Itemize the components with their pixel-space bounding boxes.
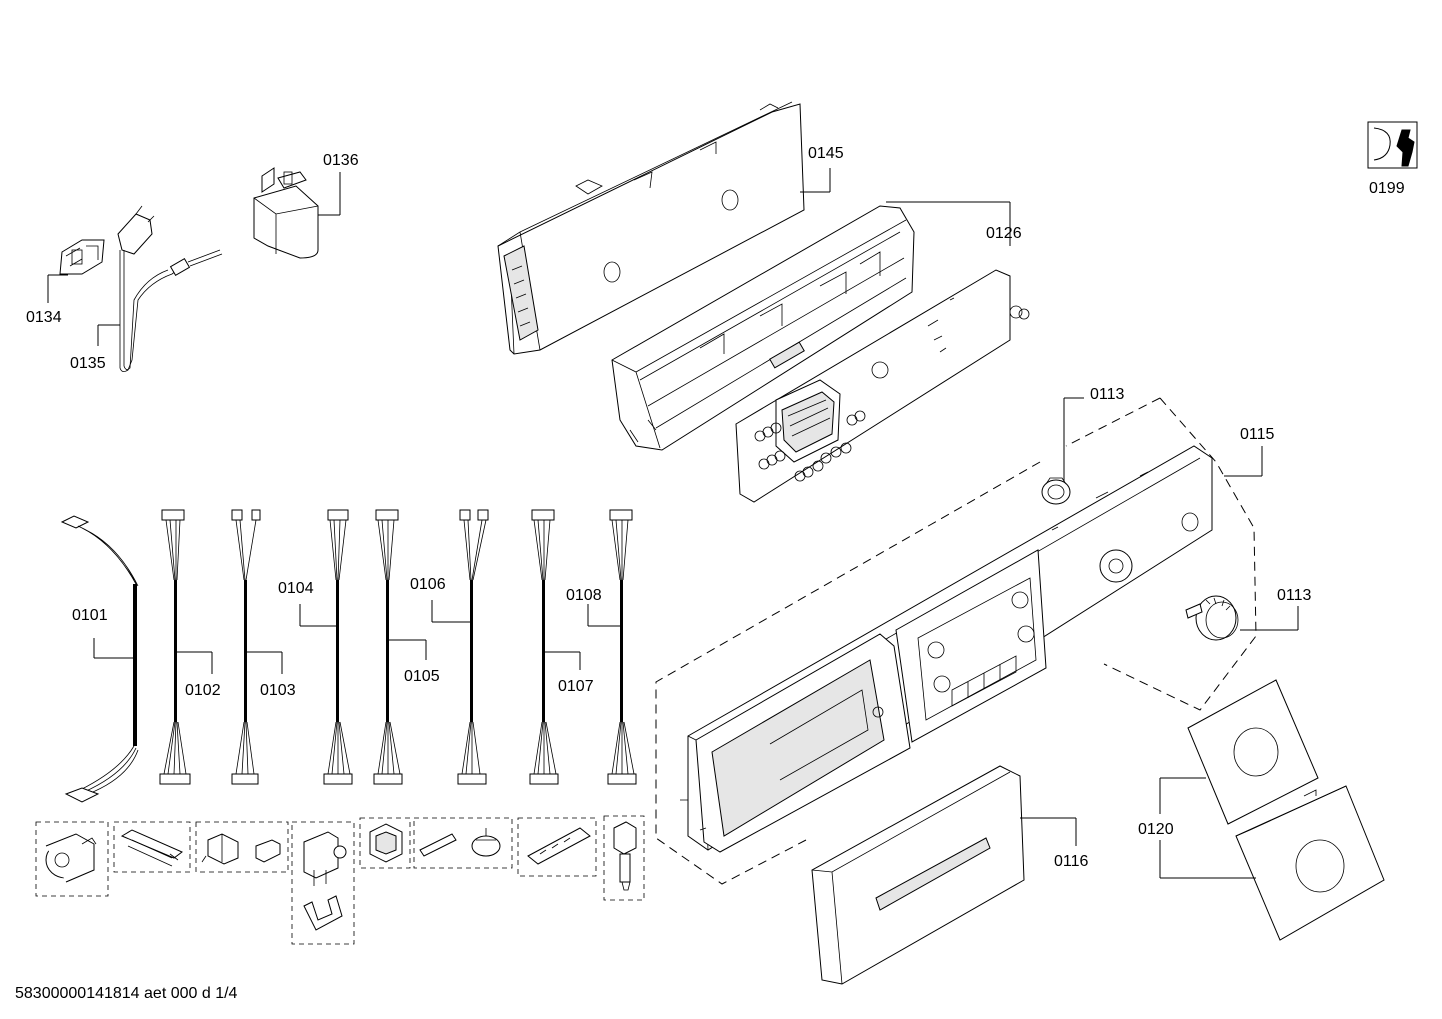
ref-box-door-lock [359, 817, 411, 869]
harness-0108 [607, 509, 637, 785]
label-0101: 0101 [72, 607, 108, 624]
label-0199: 0199 [1369, 180, 1405, 197]
label-0108: 0108 [566, 587, 602, 604]
ref-box-sensors [413, 817, 513, 869]
power-cord-part [117, 205, 223, 372]
interference-filter-part [253, 167, 319, 259]
label-0113-right: 0113 [1277, 587, 1312, 604]
harness-0102 [159, 509, 191, 785]
label-0113-top: 0113 [1090, 386, 1125, 403]
label-0116: 0116 [1054, 853, 1089, 870]
knob-cover-lower-part [1235, 785, 1385, 941]
drawer-handle-part [811, 765, 1025, 985]
label-0103: 0103 [260, 682, 296, 699]
control-panel-fascia-part [680, 445, 1213, 853]
label-0145: 0145 [808, 145, 844, 162]
harness-0106 [457, 509, 489, 785]
control-frame-part [611, 205, 915, 451]
label-0115: 0115 [1240, 426, 1275, 443]
knob-small-part [1041, 477, 1071, 505]
ref-box-inlet-valve [291, 821, 355, 945]
label-0106: 0106 [410, 576, 446, 593]
wrench-tool-icon [1367, 121, 1418, 169]
harness-0101 [60, 515, 139, 803]
ref-box-heater [113, 821, 191, 873]
ref-box-module [517, 817, 597, 877]
label-0102: 0102 [185, 682, 221, 699]
knob-cover-upper-part [1187, 679, 1319, 825]
cable-clip-part [59, 239, 105, 275]
harness-0104 [323, 509, 353, 785]
harness-0107 [529, 509, 559, 785]
ref-box-motor [35, 821, 109, 897]
label-0126: 0126 [986, 225, 1022, 242]
panel-assembly-boundary [655, 397, 1257, 885]
label-0105: 0105 [404, 668, 440, 685]
control-module-cover-part [497, 101, 805, 355]
harness-0105 [373, 509, 403, 785]
label-0136: 0136 [323, 152, 359, 169]
electronic-board-part [735, 269, 1030, 503]
label-0135: 0135 [70, 355, 106, 372]
harness-0103 [231, 509, 261, 785]
ref-box-sensor-probe [603, 815, 645, 901]
document-code: 58300000141814 aet 000 d 1/4 [15, 985, 238, 1002]
label-0120: 0120 [1138, 821, 1174, 838]
ref-box-valve-pump [195, 821, 289, 873]
label-0134: 0134 [26, 309, 62, 326]
label-0107: 0107 [558, 678, 594, 695]
programme-knob-part [1185, 595, 1239, 641]
label-0104: 0104 [278, 580, 314, 597]
